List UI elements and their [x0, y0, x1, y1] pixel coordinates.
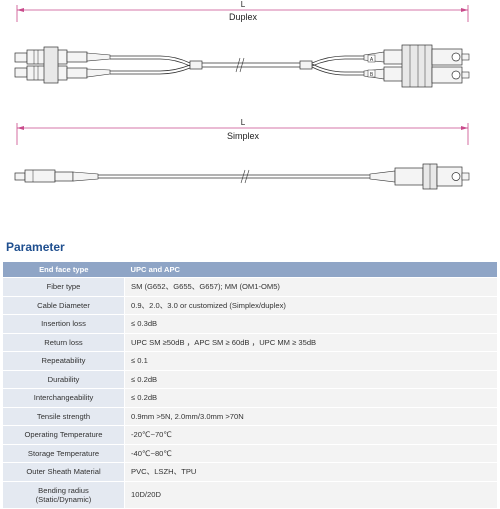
table-row: Durability ≤ 0.2dB [3, 370, 497, 389]
row-value: -40℃~80℃ [124, 444, 497, 463]
row-value: 0.9mm >5N, 2.0mm/3.0mm >70N [124, 407, 497, 426]
table-row: Operating Temperature -20℃~70℃ [3, 425, 497, 445]
row-key: Storage Temperature [3, 444, 125, 463]
table-row: Fiber type SM (G652、G655、G657); MM (OM1-… [3, 277, 497, 297]
row-key: Cable Diameter [3, 296, 125, 315]
simplex-cable [14, 163, 470, 190]
row-value: 0.9、2.0、3.0 or customized (Simplex/duple… [124, 296, 497, 315]
simplex-length-symbol: L [240, 118, 246, 127]
parameter-table: End face type UPC and APC Fiber type SM … [3, 262, 497, 509]
polarity-mark-b: B [370, 72, 374, 78]
row-value: ≤ 0.2dB [124, 388, 497, 408]
table-row: Interchangeability ≤ 0.2dB [3, 388, 497, 408]
table-row: Return loss UPC SM ≥50dB ，APC SM ≥ 60dB … [3, 333, 497, 352]
row-key: Insertion loss [3, 314, 125, 334]
row-value: ≤ 0.3dB [124, 314, 497, 334]
duplex-length-symbol: L [240, 0, 246, 9]
header-value: UPC and APC [124, 262, 497, 278]
row-key: Durability [3, 370, 125, 389]
row-key: Interchangeability [3, 388, 125, 408]
duplex-dimension [16, 5, 469, 22]
parameter-header-row: End face type UPC and APC [3, 262, 497, 278]
table-row: Tensile strength 0.9mm >5N, 2.0mm/3.0mm … [3, 407, 497, 426]
parameter-title: Parameter [6, 240, 65, 254]
row-value: PVC、LSZH、TPU [124, 462, 497, 482]
row-key: Outer Sheath Material [3, 462, 125, 482]
cable-diagram: A B L Duplex L [0, 0, 500, 232]
row-key: Fiber type [3, 277, 125, 297]
polarity-mark-a: A [370, 57, 374, 63]
row-value: ≤ 0.2dB [124, 370, 497, 389]
table-row: Storage Temperature -40℃~80℃ [3, 444, 497, 463]
table-row: Insertion loss ≤ 0.3dB [3, 314, 497, 334]
row-value: UPC SM ≥50dB ，APC SM ≥ 60dB ，UPC MM ≥ 35… [124, 333, 497, 352]
table-row: Bending radius (Static/Dynamic) 10D/20D [3, 481, 497, 509]
row-key-line2: (Static/Dynamic) [35, 494, 92, 504]
table-row: Outer Sheath Material PVC、LSZH、TPU [3, 462, 497, 482]
row-key: Return loss [3, 333, 125, 352]
row-value: SM (G652、G655、G657); MM (OM1-OM5) [124, 277, 497, 297]
table-row: Cable Diameter 0.9、2.0、3.0 or customized… [3, 296, 497, 315]
table-row: Repeatability ≤ 0.1 [3, 351, 497, 371]
row-key-line1: Bending radius [38, 485, 89, 495]
simplex-dimension [16, 123, 469, 145]
row-key: Bending radius (Static/Dynamic) [3, 481, 125, 509]
cable-drawing: A B [14, 5, 470, 190]
row-value: -20℃~70℃ [124, 425, 497, 445]
row-value: 10D/20D [124, 481, 497, 509]
row-key: Repeatability [3, 351, 125, 371]
duplex-label: Duplex [228, 12, 257, 22]
row-key: Operating Temperature [3, 425, 125, 445]
row-value: ≤ 0.1 [124, 351, 497, 371]
row-key: Tensile strength [3, 407, 125, 426]
duplex-cable: A B [14, 44, 470, 88]
simplex-label: Simplex [226, 131, 259, 141]
header-key: End face type [3, 262, 125, 278]
